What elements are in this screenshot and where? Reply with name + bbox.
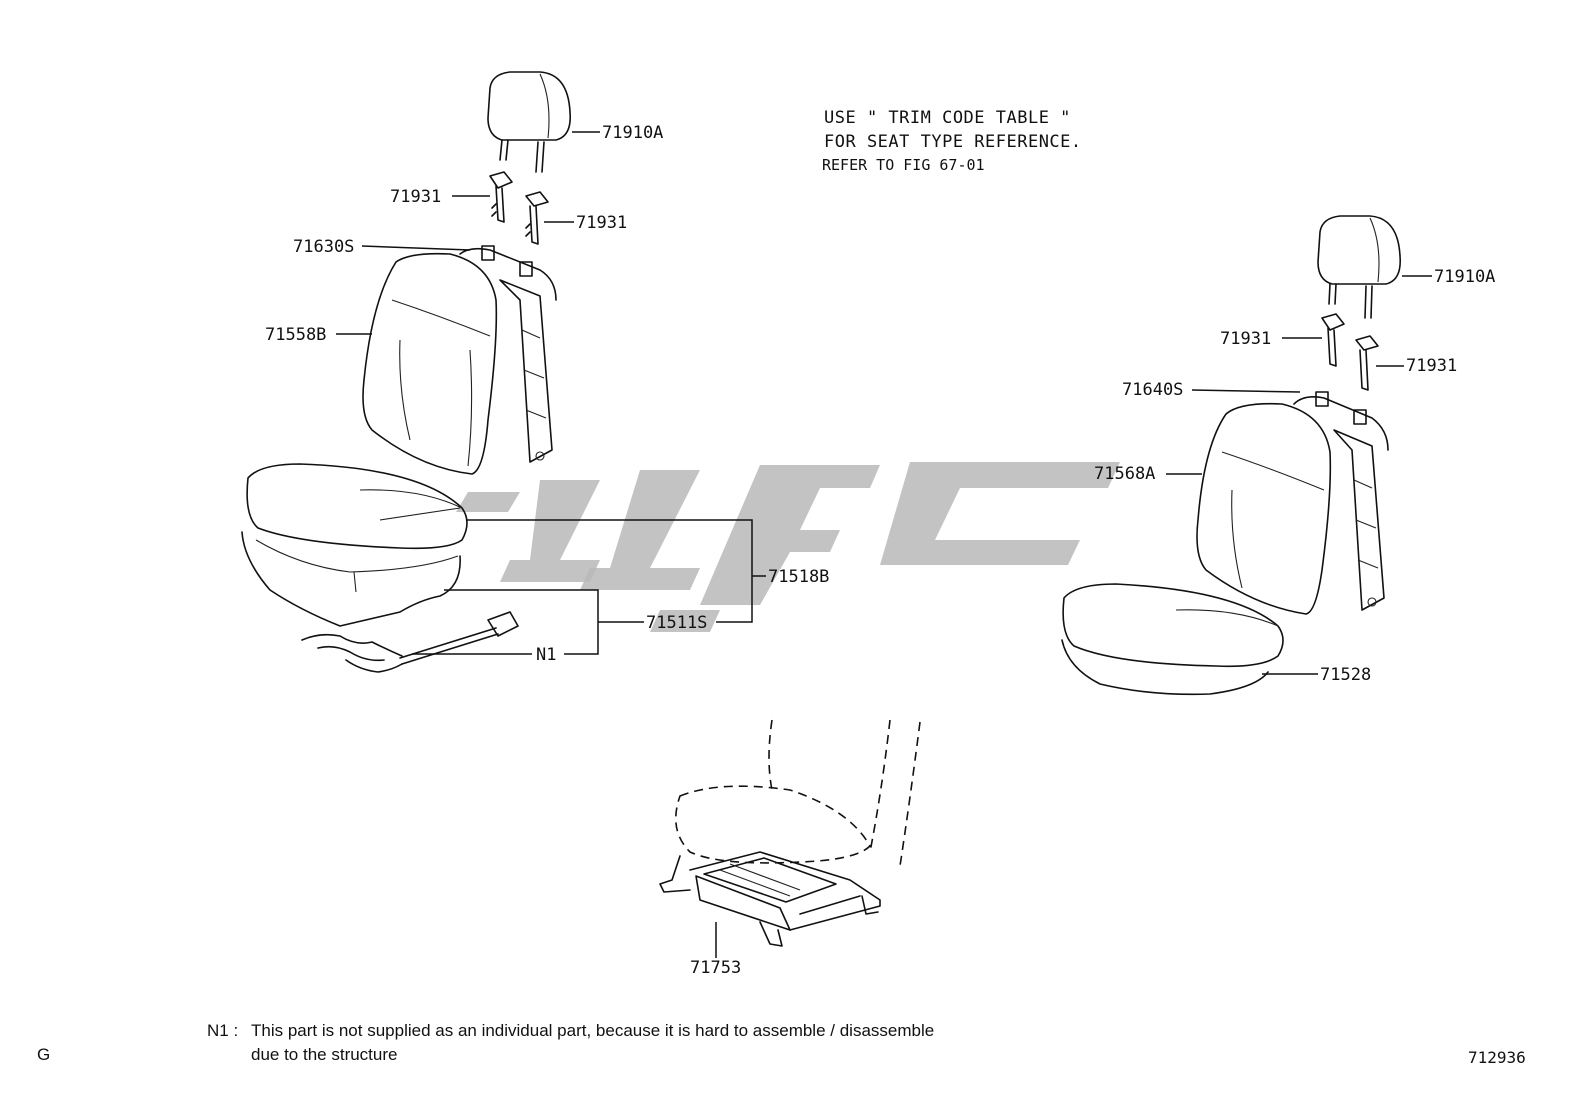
label-left-n1: N1	[536, 645, 557, 665]
label-left-cushion-sub: 71511S	[646, 613, 708, 633]
right-headrest-shape	[1317, 215, 1402, 319]
figure-code: 712936	[1468, 1048, 1526, 1067]
label-adjuster: 71753	[690, 958, 742, 978]
footnote-line-2: due to the structure	[251, 1045, 398, 1064]
footnote-line-1: This part is not supplied as an individu…	[251, 1021, 935, 1040]
left-seat-drawing	[241, 71, 572, 673]
left-harness-shape	[301, 611, 519, 673]
left-seatback-shape	[362, 245, 557, 475]
label-right-headrest: 71910A	[1434, 267, 1496, 287]
note-line-3: REFER TO FIG 67-01	[822, 156, 985, 174]
label-left-support-b: 71931	[576, 213, 628, 233]
note-line-2: FOR SEAT TYPE REFERENCE.	[824, 132, 1082, 152]
left-cushion-shape	[241, 463, 468, 627]
label-right-support-a: 71931	[1220, 329, 1272, 349]
left-headrest-shape	[487, 71, 572, 173]
right-support-shapes	[1321, 313, 1379, 391]
label-right-cover-back: 71640S	[1122, 380, 1184, 400]
label-right-seatback: 71568A	[1094, 464, 1156, 484]
right-seatback-shape	[1196, 391, 1389, 615]
left-support-shapes	[489, 171, 549, 245]
label-left-seatback: 71558B	[265, 325, 327, 345]
label-left-support-a: 71931	[390, 187, 442, 207]
right-cushion-shape	[1061, 583, 1284, 696]
footnote-key: N1 :	[207, 1021, 239, 1040]
leader-lines	[336, 131, 1432, 958]
label-left-cushion-assy: 71518B	[768, 567, 830, 587]
label-left-headrest: 71910A	[602, 123, 664, 143]
label-right-support-b: 71931	[1406, 356, 1458, 376]
adjuster-drawing	[659, 719, 921, 947]
right-seat-drawing	[1061, 215, 1402, 696]
corner-mark-left: G	[37, 1045, 51, 1064]
label-left-cover-back: 71630S	[293, 237, 355, 257]
note-line-1: USE " TRIM CODE TABLE "	[824, 108, 1071, 128]
label-right-cushion: 71528	[1320, 665, 1372, 685]
watermark-logo	[456, 462, 1120, 632]
